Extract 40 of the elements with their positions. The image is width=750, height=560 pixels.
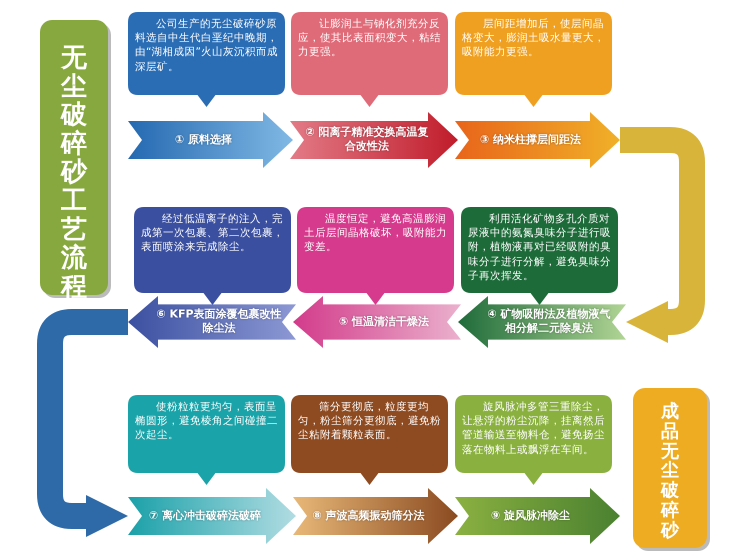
callout-text: 经过低温离子的注入，完成第一次包裹、第二次包裹，表面喷涂来完成除尘。 bbox=[141, 212, 285, 255]
step-label: ⑨ 旋风脉冲除尘 bbox=[490, 508, 572, 524]
process-step bbox=[455, 488, 620, 544]
callout-text: 使粉粒粒更均匀，表面呈椭圆形，避免棱角之间碰撞二次起尘。 bbox=[135, 400, 279, 443]
step-label: ② 阳离子精准交换高温复合改性法 bbox=[304, 126, 430, 154]
speech-bubble bbox=[297, 207, 454, 305]
speech-bubble bbox=[461, 207, 618, 305]
callout-text: 让膨润土与钠化剂充分反应，使其比表面积变大，粘结力更强。 bbox=[298, 17, 442, 60]
process-step bbox=[128, 296, 296, 348]
speech-bubble bbox=[291, 395, 448, 485]
speech-bubble bbox=[455, 12, 612, 107]
process-step bbox=[128, 112, 293, 168]
process-step bbox=[455, 112, 620, 168]
vertical-label: 成品无尘破碎砂 bbox=[661, 402, 679, 541]
speech-bubble bbox=[291, 12, 448, 107]
u-turn-arrow bbox=[37, 309, 128, 537]
process-step bbox=[293, 296, 461, 348]
speech-bubble bbox=[128, 395, 285, 485]
step-label: ⑦ 离心冲击破碎法破碎 bbox=[148, 508, 262, 524]
speech-bubble bbox=[134, 207, 291, 305]
process-step bbox=[128, 488, 296, 544]
callout-text: 筛分更彻底，粒度更均匀，粉尘筛分更彻底，避免粉尘粘附着颗粒表面。 bbox=[298, 400, 442, 443]
vertical-title: 无尘破碎砂工艺流程 bbox=[61, 44, 87, 302]
callout-text: 层间距增加后，使层间晶格变大，膨润土吸水量更大，吸附能力更强。 bbox=[462, 17, 606, 60]
callout-text: 公司生产的无尘破碎砂原料选自中生代白垩纪中晚期，由“湖相成因”火山灰沉积而成深层矿。 bbox=[135, 17, 279, 74]
step-label: ④ 矿物吸附法及植物液气相分解二元除臭法 bbox=[486, 308, 612, 336]
speech-bubble bbox=[128, 12, 285, 107]
step-label: ⑤ 恒温清洁干燥法 bbox=[338, 314, 430, 330]
process-step bbox=[458, 296, 626, 348]
process-step bbox=[293, 488, 458, 544]
callout-text: 旋风脉冲多管三重除尘，让悬浮的粉尘沉降，挂离然后管道输送至物料仓，避免扬尘落在物料上或飘浮在车间。 bbox=[462, 400, 606, 457]
step-label: ③ 纳米柱撑层间距法 bbox=[478, 132, 582, 148]
step-label: ⑥ KFP表面涂覆包裹改性除尘法 bbox=[155, 308, 283, 336]
u-turn-arrow bbox=[620, 127, 705, 343]
process-step bbox=[290, 112, 458, 168]
speech-bubble bbox=[455, 395, 612, 485]
callout-text: 利用活化矿物多孔介质对尿液中的氨氮臭味分子进行吸附，植物液再对已经吸附的臭味分子进行分解，避免臭味分子再次挥发。 bbox=[468, 212, 612, 283]
callout-text: 温度恒定，避免高温膨润土后层间晶格破坏，吸附能力变差。 bbox=[304, 212, 448, 255]
step-label: ⑧ 声波高频振动筛分法 bbox=[311, 508, 426, 524]
step-label: ① 原料选择 bbox=[174, 132, 234, 148]
